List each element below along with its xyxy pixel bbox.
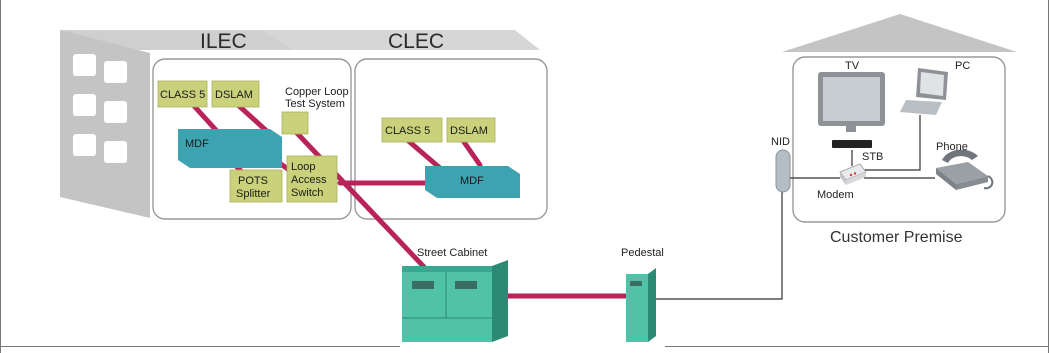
pedestal xyxy=(626,268,656,342)
pc-icon xyxy=(900,68,948,115)
las-label-3: Switch xyxy=(291,187,323,199)
customer-wiring xyxy=(790,115,935,179)
stb-label: STB xyxy=(862,151,883,163)
clec-dslam-label: DSLAM xyxy=(450,125,488,137)
copper-loop-test-system: Copper Loop Test System xyxy=(281,86,349,135)
clec-class5-label: CLASS 5 xyxy=(385,125,430,137)
las-label-2: Access xyxy=(291,174,327,186)
customer-premise-title: Customer Premise xyxy=(830,229,963,246)
line-test-system-cabinet xyxy=(292,128,428,271)
copper-loop-label-2: Test System xyxy=(285,98,345,110)
phone-label: Phone xyxy=(936,141,968,153)
tv-icon xyxy=(818,72,885,132)
street-cabinet-label: Street Cabinet xyxy=(417,247,487,259)
ilec-class5-label: CLASS 5 xyxy=(160,89,205,101)
nid-device xyxy=(775,149,791,193)
ilec-class5-box: CLASS 5 xyxy=(157,80,208,108)
pc-label: PC xyxy=(955,60,970,72)
clec-class5-box: CLASS 5 xyxy=(381,117,443,143)
ilec-header: ILEC xyxy=(200,30,247,53)
pots-label-1: POTS xyxy=(238,175,268,187)
nid-label: NID xyxy=(771,136,790,148)
copper-loop-label-1: Copper Loop xyxy=(285,86,349,98)
ilec-dslam-box: DSLAM xyxy=(211,80,260,108)
loop-access-switch-box: Loop Access Switch xyxy=(286,155,338,203)
clec-mdf-box: MDF xyxy=(425,166,520,198)
phone-icon xyxy=(936,149,994,190)
clec-dslam-box: DSLAM xyxy=(446,117,496,143)
pots-splitter-box: POTS Splitter xyxy=(229,169,283,203)
ilec-mdf-label: MDF xyxy=(185,138,209,150)
line-pedestal-nid xyxy=(656,190,783,300)
pedestal-label: Pedestal xyxy=(621,247,664,259)
modem-label: Modem xyxy=(817,189,854,201)
pots-label-2: Splitter xyxy=(236,188,271,200)
tv-label: TV xyxy=(845,60,860,72)
ilec-dslam-label: DSLAM xyxy=(215,89,253,101)
set-top-box-icon xyxy=(832,140,872,148)
clec-header: CLEC xyxy=(388,30,444,53)
clec-mdf-label: MDF xyxy=(460,175,484,187)
street-cabinet xyxy=(402,260,508,342)
las-label-1: Loop xyxy=(291,161,315,173)
ilec-mdf-box: MDF xyxy=(178,129,282,168)
modem-icon xyxy=(839,163,867,185)
